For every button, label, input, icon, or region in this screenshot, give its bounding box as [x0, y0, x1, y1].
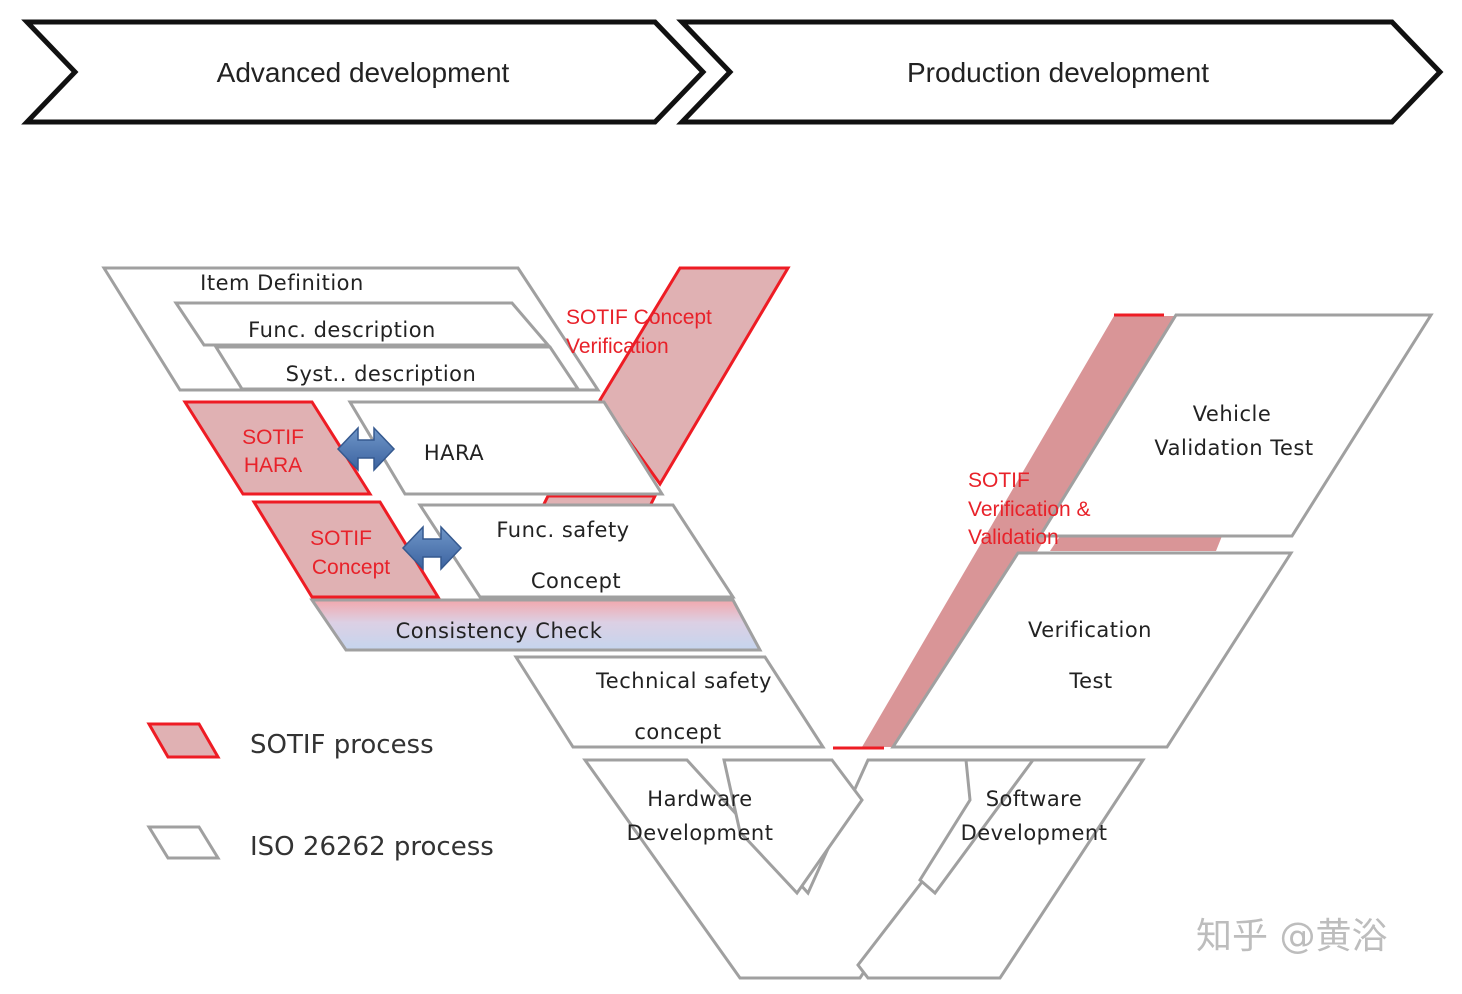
- func-safety-bidirectional-arrow-icon: [401, 525, 463, 571]
- func-description-box: Func. description: [173, 301, 552, 347]
- item-definition-label: Item Definition: [200, 271, 364, 295]
- sotif-concept-verification-label-2: Verification: [566, 335, 669, 358]
- hara-box: HARA: [347, 400, 665, 496]
- software-development-label-1: Software: [986, 787, 1083, 811]
- syst-description-label: Syst.. description: [286, 362, 477, 386]
- legend: SOTIF process ISO 26262 process: [146, 722, 494, 862]
- vehicle-validation-test-label-1: Vehicle: [1193, 402, 1272, 426]
- sotif-verification-validation-band: [833, 313, 1222, 750]
- sotif-vv-label-2: Verification &: [968, 498, 1091, 521]
- verification-test-box: Verification Test: [890, 551, 1294, 749]
- legend-label-sotif: SOTIF process: [250, 730, 434, 760]
- hardware-development-box: Hardware Development: [582, 758, 1006, 980]
- sotif-hara-label-2: HARA: [244, 454, 302, 477]
- vehicle-validation-test-label-2: Validation Test: [1154, 436, 1313, 460]
- hara-bidirectional-arrow-icon: [336, 426, 396, 472]
- sotif-concept-verification-label-1: SOTIF Concept: [566, 306, 712, 329]
- consistency-check-label: Consistency Check: [396, 619, 603, 643]
- sotif-concept-box: SOTIF Concept: [251, 500, 441, 599]
- func-safety-concept-label-1: Func. safety: [496, 518, 629, 542]
- sotif-concept-verification: [598, 266, 791, 487]
- phase-production-development: Production development: [676, 19, 1444, 125]
- consistency-check-box: Consistency Check: [309, 598, 763, 652]
- legend-item-sotif: SOTIF process: [146, 722, 434, 760]
- func-description-label: Func. description: [248, 318, 436, 342]
- legend-swatch-iso: [146, 825, 221, 860]
- verification-test-label-1: Verification: [1028, 618, 1152, 642]
- sotif-concept-label-1: SOTIF: [310, 527, 372, 550]
- hardware-development-label-2: Development: [627, 821, 774, 845]
- func-safety-concept-box: Func. safety Concept: [417, 503, 736, 599]
- software-development-label-2: Development: [961, 821, 1108, 845]
- technical-safety-concept-box: Technical safety concept: [513, 655, 826, 749]
- sotif-concept-label-2: Concept: [312, 556, 390, 579]
- software-development-box: Software Development: [856, 758, 1146, 980]
- phase-advanced-label: Advanced development: [217, 57, 510, 88]
- sotif-hara-box: SOTIF HARA: [182, 400, 373, 496]
- sotif-vv-label-1: SOTIF: [968, 469, 1030, 492]
- phase-advanced-development: Advanced development: [21, 19, 707, 125]
- legend-item-iso: ISO 26262 process: [146, 825, 494, 862]
- technical-safety-concept-label-1: Technical safety: [595, 669, 772, 693]
- watermark: 知乎 @黄浴: [1196, 916, 1387, 957]
- hara-label: HARA: [424, 441, 484, 465]
- sotif-hara-label-1: SOTIF: [242, 426, 304, 449]
- syst-description-box: Syst.. description: [213, 345, 581, 391]
- func-safety-concept-label-2: Concept: [531, 569, 621, 593]
- hardware-development-label-1: Hardware: [647, 787, 752, 811]
- vehicle-validation-test-box: Vehicle Validation Test: [1037, 313, 1434, 538]
- legend-label-iso: ISO 26262 process: [250, 832, 494, 862]
- technical-safety-concept-label-2: concept: [634, 720, 721, 744]
- phase-production-label: Production development: [907, 57, 1209, 88]
- verification-test-label-2: Test: [1068, 669, 1112, 693]
- legend-swatch-sotif: [146, 722, 221, 759]
- sotif-vv-label-3: Validation: [968, 526, 1059, 549]
